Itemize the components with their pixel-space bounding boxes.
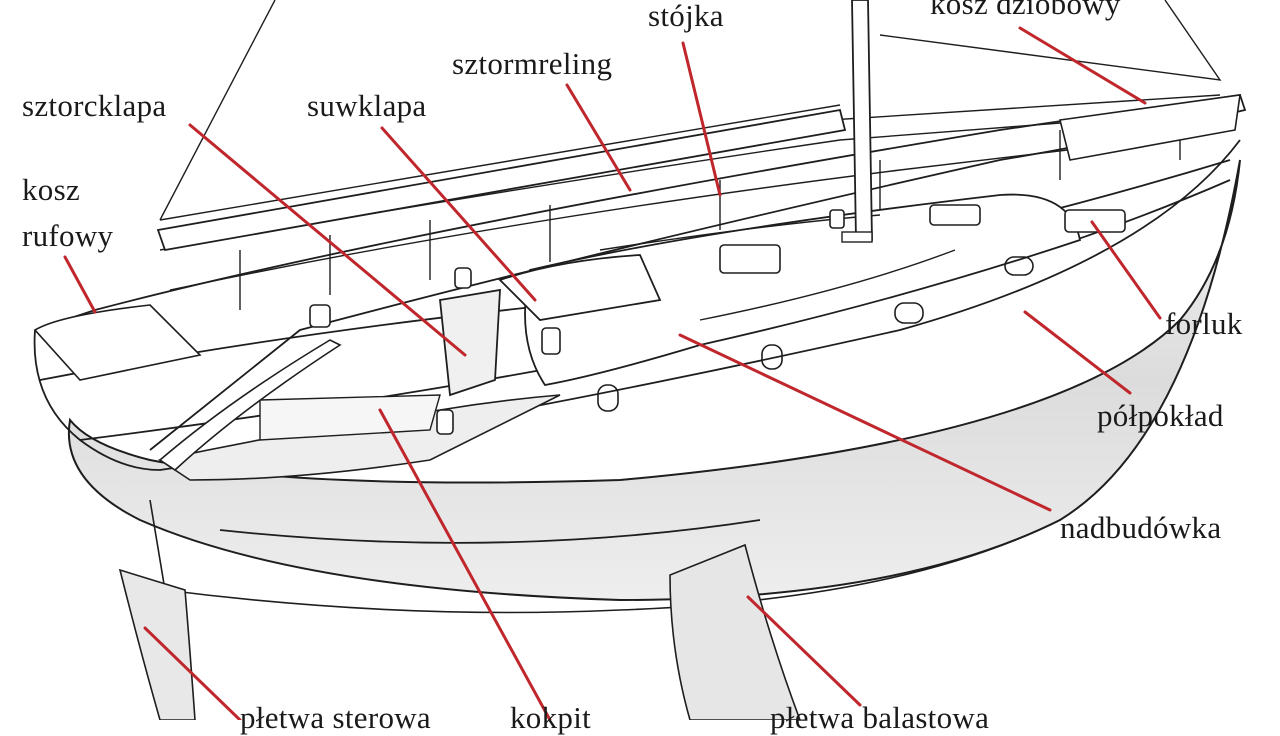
boom [156, 108, 847, 252]
deck-hatches [719, 204, 1126, 274]
leader-forluk [1090, 220, 1162, 320]
label-polpoklad: półpokład [1097, 398, 1224, 433]
bow-pulpit [1059, 94, 1241, 161]
label-kosz-rufowy-line1: kosz [22, 172, 81, 207]
mast [851, 0, 873, 241]
cabin-portholes [597, 256, 1034, 412]
leader-kosz-rufowy [63, 255, 97, 314]
label-stojka: stójka [648, 0, 724, 33]
leader-bottom-mid [378, 408, 552, 720]
label-sztormreling: sztormreling [452, 46, 613, 81]
sailboat-diagram [33, 0, 1247, 720]
label-kosz-rufowy-line2: rufowy [22, 218, 114, 253]
tiller [158, 339, 342, 472]
label-suwklapa: suwklapa [307, 88, 427, 123]
winches [309, 209, 845, 435]
leader-bottom-left [143, 626, 242, 720]
leader-polpoklad [1023, 310, 1132, 395]
leader-suwklapa [380, 126, 537, 302]
label-bottom-left: płetwa sterowa [240, 700, 431, 735]
headsail [879, 0, 1222, 81]
leader-sztormreling [565, 83, 632, 192]
label-nadbudowka: nadbudówka [1060, 510, 1222, 545]
leader-nadbudowka [678, 333, 1052, 512]
label-bottom-right: płetwa balastowa [770, 700, 990, 735]
mainsail [159, 0, 841, 221]
rudder [118, 568, 196, 720]
washboard [439, 288, 501, 397]
leader-stojka [681, 41, 722, 197]
label-bottom-mid: kokpit [510, 700, 592, 735]
label-sztorcklapa: sztorcklapa [22, 88, 167, 123]
sliding-hatch [498, 254, 662, 321]
leader-kosz-dziobowy [1018, 26, 1147, 105]
leader-bottom-right [746, 595, 862, 707]
leader-lines [63, 26, 1162, 720]
cabin [524, 193, 1082, 386]
hull [67, 159, 1241, 602]
label-forluk: forluk [1165, 306, 1243, 341]
stern-pulpit [33, 304, 202, 381]
leader-sztorcklapa [188, 123, 467, 357]
label-kosz-dziobowy: kosz dziobowy [930, 0, 1121, 21]
